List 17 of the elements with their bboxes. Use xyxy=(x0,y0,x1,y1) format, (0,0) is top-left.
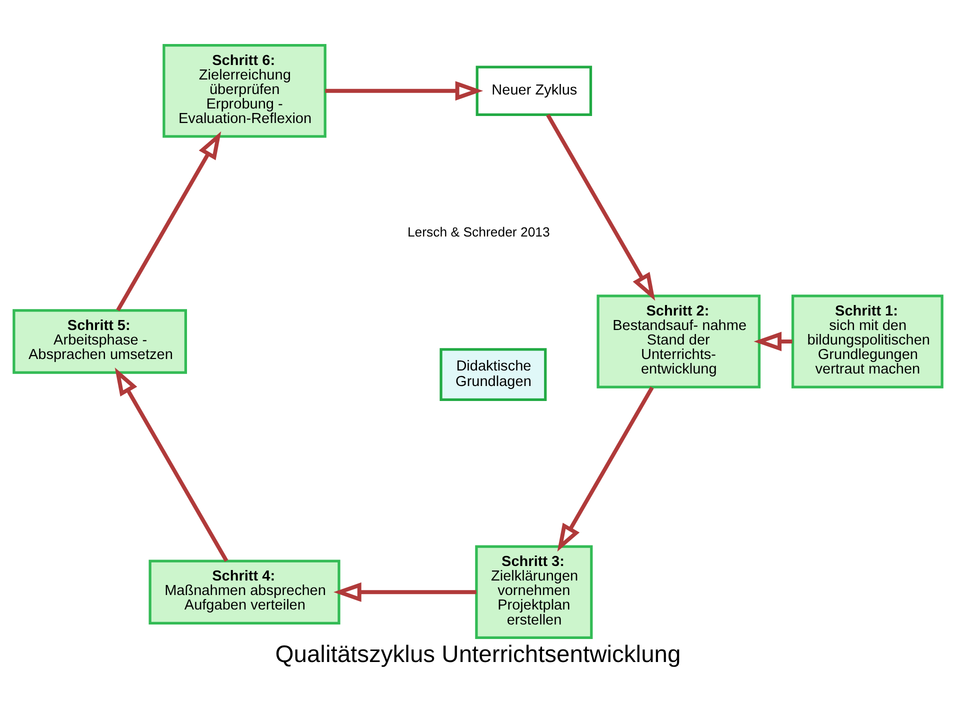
arrow xyxy=(546,114,656,301)
node-box: Schritt 1: sich mit den bildungspolitischen Grundlegungen vertraut machen xyxy=(791,294,944,388)
node-box: Schritt 5: Arbeitsphase - Absprachen umsetzen xyxy=(12,309,187,374)
label: Lersch & Schreder 2013 xyxy=(407,224,550,240)
node-box: Schritt 2: Bestandsauf- nahme Stand der Unterrichts- entwicklung xyxy=(596,294,761,388)
arrow xyxy=(557,386,654,552)
arrow xyxy=(754,332,792,352)
arrow xyxy=(334,582,476,602)
arrow xyxy=(116,131,222,312)
node-box: Didaktische Grundlagen xyxy=(440,348,547,401)
node-box: Schritt 4: Maßnahmen absprechen Aufgaben verteilen xyxy=(148,560,340,625)
node-box: Neuer Zyklus xyxy=(476,66,592,116)
node-box: Schritt 3: Zielklärungen vornehmen Projektplan erstellen xyxy=(475,545,593,640)
arrow xyxy=(114,368,228,562)
diagram-title: Qualitätszyklus Unterrichtsentwicklung xyxy=(275,641,681,668)
node-box: Schritt 6: Zielerreichung überprüfen Erprobung - Evaluation-Reflexion xyxy=(162,44,326,138)
arrow xyxy=(325,81,484,101)
